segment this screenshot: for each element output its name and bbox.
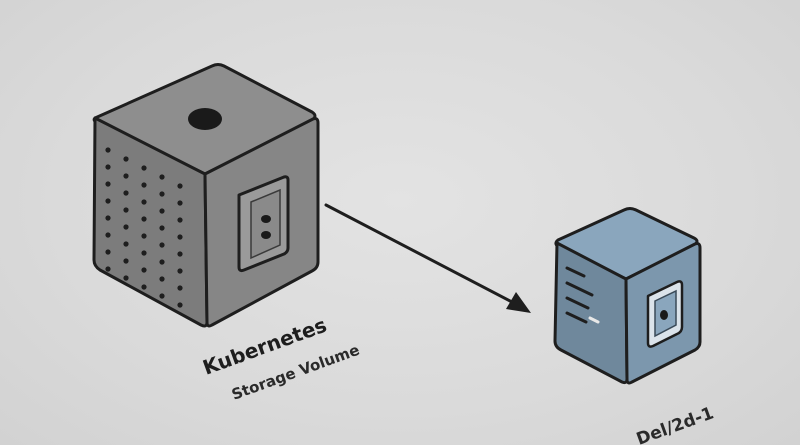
vent-dot (159, 293, 165, 299)
source-connector-pin-icon (261, 231, 271, 239)
vent-dot (177, 234, 183, 240)
vent-dot (177, 200, 183, 206)
vent-dot (123, 173, 129, 179)
vent-dot (105, 266, 111, 272)
vent-dot (105, 215, 111, 221)
vent-dot (159, 174, 165, 180)
transfer-arrow (324, 203, 531, 313)
vent-dot (141, 250, 147, 256)
vent-dot (177, 183, 183, 189)
vent-dot (177, 217, 183, 223)
vent-dot (159, 259, 165, 265)
vent-dot (177, 285, 183, 291)
vent-dot (177, 251, 183, 257)
source-connector-pin-icon (261, 215, 271, 223)
vent-dot (159, 208, 165, 214)
vent-dot (123, 224, 129, 230)
vent-dot (159, 276, 165, 282)
destination-cube-status-lines (565, 266, 600, 324)
vent-dot (177, 302, 183, 308)
vent-dot (105, 181, 111, 187)
destination-label: Del/2d-1 (634, 403, 717, 445)
vent-dot (123, 258, 129, 264)
vent-dot (159, 191, 165, 197)
vent-dot (123, 275, 129, 281)
destination-cube-port (646, 280, 684, 348)
source-cube (92, 63, 320, 328)
vent-dot (105, 164, 111, 170)
arrowhead-icon (506, 292, 531, 313)
source-cube-vent-grid (105, 147, 183, 308)
destination-port-hole-icon (660, 310, 668, 320)
vent-dot (105, 198, 111, 204)
destination-cube (553, 207, 702, 385)
vent-dot (105, 249, 111, 255)
vent-dot (141, 182, 147, 188)
vent-dot (141, 165, 147, 171)
vent-dot (159, 242, 165, 248)
vent-dot (141, 199, 147, 205)
source-cube-connector (237, 175, 290, 273)
vent-dot (141, 284, 147, 290)
vent-dot (177, 268, 183, 274)
vent-dot (123, 156, 129, 162)
vent-dot (123, 241, 129, 247)
vent-dot (159, 225, 165, 231)
vent-dot (141, 233, 147, 239)
vent-dot (123, 207, 129, 213)
vent-dot (123, 190, 129, 196)
vent-dot (105, 147, 111, 153)
source-cube-port-hole (188, 108, 222, 130)
vent-dot (141, 216, 147, 222)
vent-dot (141, 267, 147, 273)
vent-dot (105, 232, 111, 238)
